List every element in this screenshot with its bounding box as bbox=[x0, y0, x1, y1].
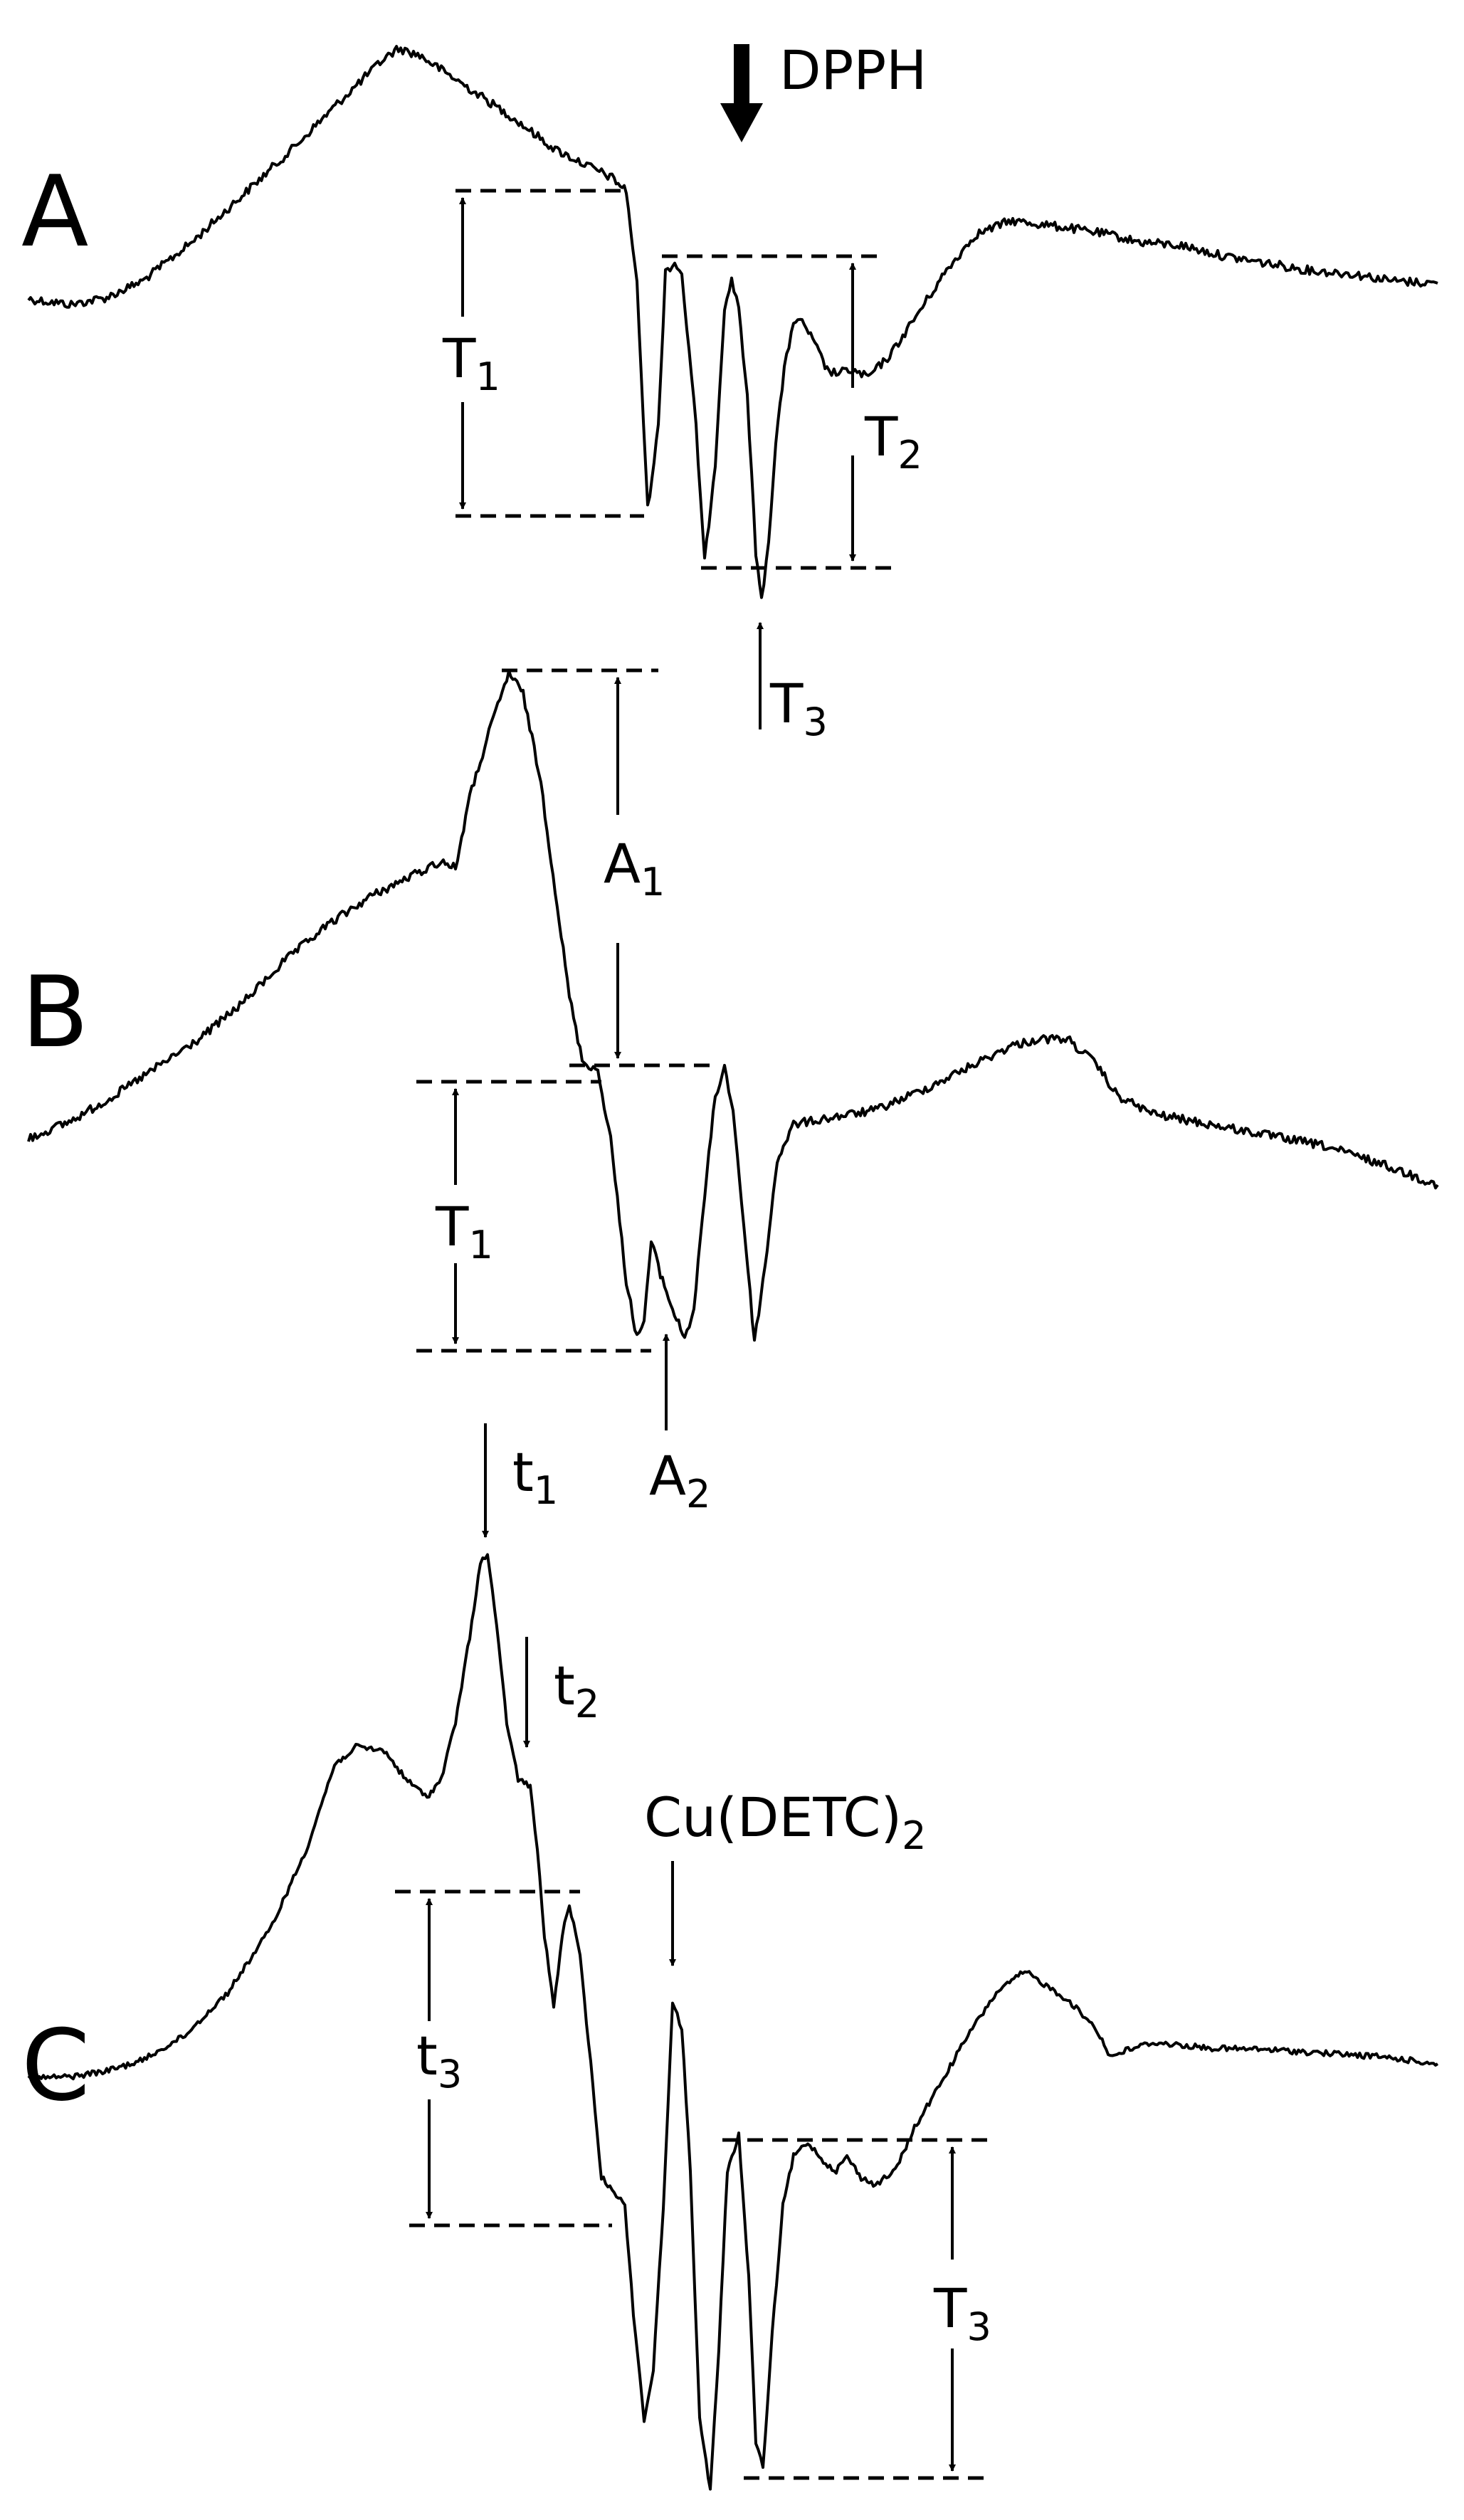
dpph-label: DPPH bbox=[779, 38, 927, 102]
panel-label-a: A bbox=[21, 154, 88, 269]
a-t2-label: T2 bbox=[864, 405, 922, 478]
c-t1-label: t1 bbox=[512, 1440, 558, 1513]
c-t2-label: t2 bbox=[554, 1654, 599, 1726]
b-a1-label: A1 bbox=[604, 832, 665, 905]
dpph-marker: DPPH bbox=[720, 38, 927, 142]
a-t3-label: T3 bbox=[769, 672, 828, 744]
dpph-arrow-icon bbox=[720, 103, 763, 142]
spectrum-trace-b bbox=[27, 669, 1439, 1342]
spectrum-trace-a bbox=[27, 45, 1438, 599]
a-t1-label: T1 bbox=[442, 327, 500, 399]
panel-label-c: C bbox=[21, 2008, 90, 2123]
c-cu-label: Cu(DETC)2 bbox=[644, 1786, 926, 1858]
c-t3-label: t3 bbox=[416, 2024, 462, 2097]
spectrum-trace-c bbox=[27, 1553, 1439, 2491]
b-a2-label: A2 bbox=[649, 1444, 710, 1517]
b-t1-label: T1 bbox=[435, 1195, 493, 1267]
c-big-t3-label: T3 bbox=[933, 2277, 991, 2349]
panel-label-b: B bbox=[21, 955, 89, 1070]
